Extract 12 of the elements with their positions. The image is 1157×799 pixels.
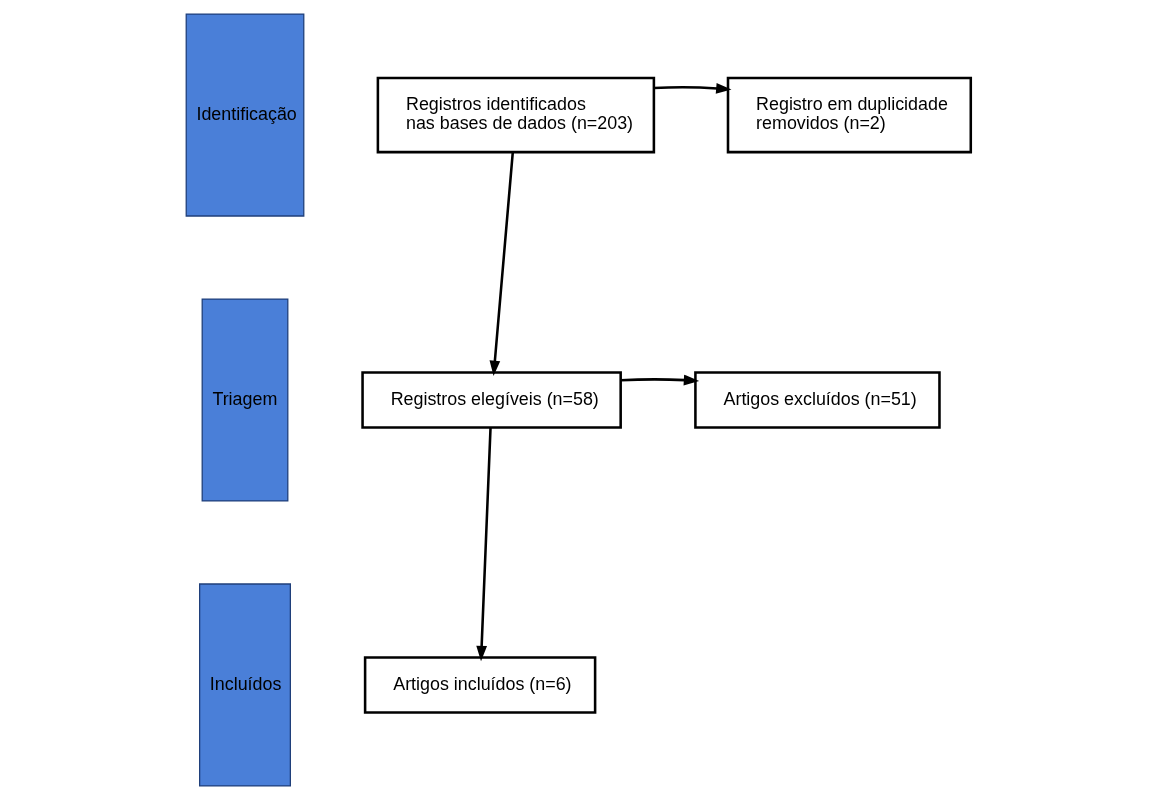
node-box: Triagem bbox=[201, 297, 289, 502]
node-box: Registro em duplicidade removidos (n=2) bbox=[726, 76, 973, 153]
node-box: Registros identificados nas bases de dados (n=203) bbox=[376, 76, 656, 153]
arrow bbox=[653, 82, 732, 94]
arrow bbox=[476, 427, 492, 661]
node-box: Artigos excluídos (n=51) bbox=[694, 370, 941, 429]
node-box: Registros elegíveis (n=58) bbox=[361, 370, 622, 429]
node-box: Artigos incluídos (n=6) bbox=[363, 655, 597, 714]
arrow bbox=[489, 152, 515, 376]
node-box: Identificação bbox=[185, 12, 305, 217]
node-box: Incluídos bbox=[199, 582, 291, 787]
arrow bbox=[620, 374, 700, 385]
